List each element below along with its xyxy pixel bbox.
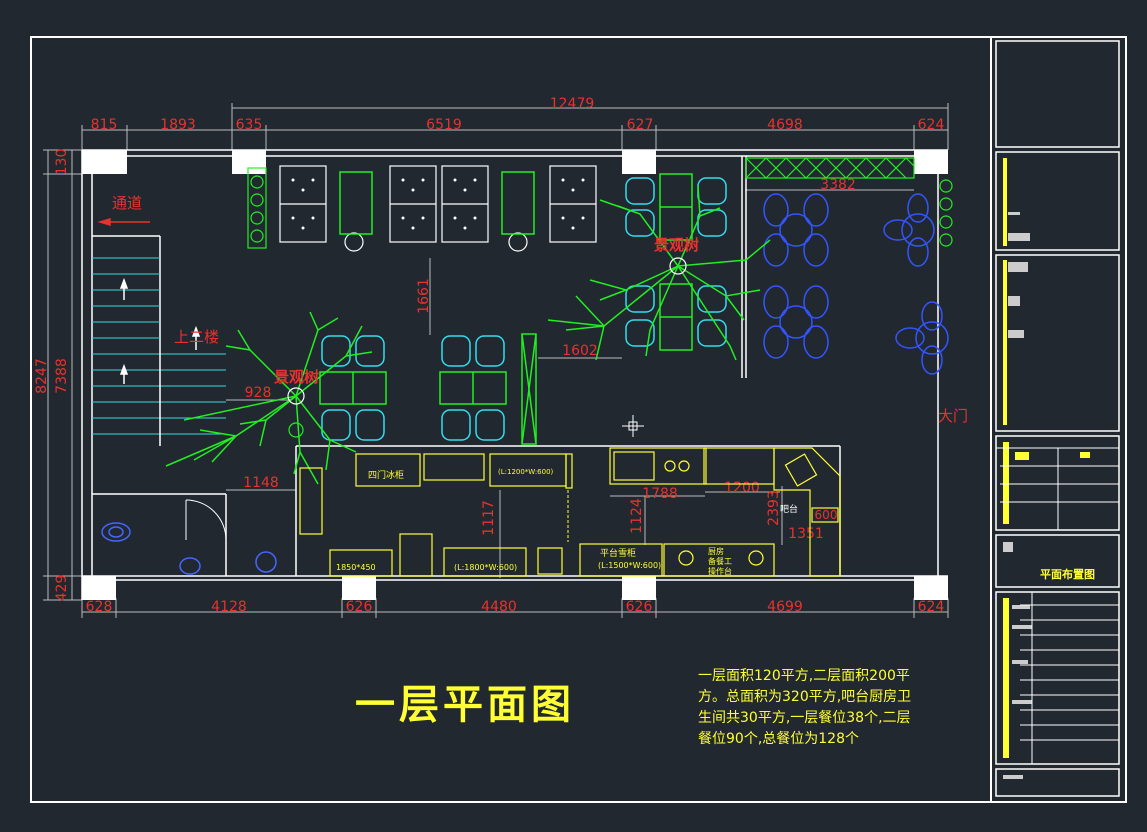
- dim-bottom-5: 626: [626, 599, 653, 615]
- booth-tables-top: [339, 171, 535, 235]
- landscape-tree-left: [165, 311, 373, 485]
- kitchen-equipment: [299, 447, 841, 577]
- sink-size-label: (L:1800*W:600): [454, 563, 517, 572]
- note-line-1: 一层面积120平方,二层面积200平: [698, 668, 910, 684]
- dim-inner-1148: 1148: [243, 475, 279, 491]
- drawing-note: 一层面积120平方,二层面积200平 方。总面积为320平方,吧台厨房卫 生间共…: [698, 666, 948, 750]
- title-block-text-marks: [1003, 158, 1090, 779]
- dimension-lines: [43, 103, 949, 618]
- kitchen-labels: 四门冰柜 平台雪柜 (L:1500*W:600) (L:1800*W:600) …: [336, 468, 798, 576]
- tree-label-right: 景观树: [654, 236, 699, 254]
- door-swing: [185, 499, 227, 541]
- tree-centers: [287, 257, 687, 438]
- note-line-4: 餐位90个,总餐位为128个: [698, 731, 859, 747]
- dim-top-5: 627: [627, 117, 654, 133]
- dim-inner-1200: 1200: [724, 480, 760, 496]
- passage-label: 通道: [112, 194, 142, 212]
- toilet-fixtures: [101, 522, 277, 575]
- dim-inner-1788: 1788: [642, 486, 678, 502]
- dim-inner-1602: 1602: [562, 343, 598, 359]
- dim-top-7: 624: [918, 117, 945, 133]
- fridge-label: 四门冰柜: [368, 469, 404, 481]
- dim-left-8247: 8247: [34, 358, 50, 394]
- dimension-text: 12479 815 1893 635 6519 627 4698 624 628…: [86, 96, 945, 615]
- kitchen-label-c: 操作台: [708, 566, 732, 576]
- window-lattice: [745, 157, 915, 179]
- dining-chairs: [321, 177, 727, 441]
- dim-left-7388: 7388: [54, 358, 70, 394]
- dim-bottom-7: 624: [918, 599, 945, 615]
- prep-size-label: 1850*450: [336, 563, 376, 572]
- dim-top-2: 1893: [160, 117, 196, 133]
- sheet-border: [30, 36, 1127, 803]
- note-line-2: 方。总面积为320平方,吧台厨房卫: [698, 689, 912, 705]
- dim-left-429: 429: [54, 575, 70, 602]
- dim-inner-1661: 1661: [416, 278, 432, 314]
- dim-inner-1124: 1124: [629, 498, 645, 534]
- round-tables: [763, 193, 949, 375]
- dining-tables: [319, 173, 693, 445]
- dim-inner-1351: 1351: [788, 526, 824, 542]
- dim-bottom-6: 4699: [767, 599, 803, 615]
- bar-label: 吧台: [780, 503, 798, 515]
- main-door-label: 大门: [938, 407, 968, 425]
- planter-left: [247, 167, 267, 249]
- title-block-grid: [996, 447, 1119, 764]
- crosshair-cursor-icon: [622, 415, 644, 437]
- dim-top-3: 635: [236, 117, 263, 133]
- stair-arrows: [119, 277, 201, 446]
- dim-top-4: 6519: [426, 117, 462, 133]
- kitchen-label-a: 厨房: [708, 546, 724, 556]
- dim-bottom-3: 626: [346, 599, 373, 615]
- booth-row-top: [279, 165, 597, 252]
- dim-inner-600: 600: [815, 508, 838, 522]
- passage-arrow: [97, 217, 150, 227]
- dimension-text-vertical: 130 8247 7388 429: [34, 149, 70, 602]
- dim-left-130: 130: [54, 149, 70, 176]
- dim-bottom-1: 628: [86, 599, 113, 615]
- dim-inner-1117: 1117: [481, 500, 497, 536]
- platform-size-label: (L:1500*W:600): [598, 561, 661, 570]
- dim-bottom-4: 4480: [481, 599, 517, 615]
- platform-fridge-label: 平台雪柜: [600, 547, 636, 559]
- dim-top-1: 815: [91, 117, 118, 133]
- planter-right: [939, 179, 953, 247]
- drawing-title: 一层平面图: [355, 682, 575, 728]
- dim-inner-3382: 3382: [820, 177, 856, 193]
- landscape-tree-right: [547, 185, 771, 361]
- booth-dots: [291, 178, 585, 230]
- dim-top-total: 12479: [550, 96, 595, 112]
- dim-bottom-2: 4128: [211, 599, 247, 615]
- counter-size-label: (L:1200*W:600): [498, 468, 554, 476]
- kitchen-label-b: 备餐工: [708, 556, 732, 566]
- room-labels: 通道 上二楼 景观树 景观树 大门: [112, 194, 968, 425]
- note-line-3: 生间共30平方,一层餐位38个,二层: [698, 710, 911, 726]
- dim-inner-928: 928: [245, 385, 272, 401]
- tree-label-left: 景观树: [274, 368, 319, 386]
- stairs: [92, 257, 226, 435]
- dim-top-6: 4698: [767, 117, 803, 133]
- sheet-title-label: 平面布置图: [1040, 567, 1095, 581]
- columns: [82, 150, 948, 600]
- dim-inner-2393: 2393: [766, 490, 782, 526]
- title-block: [995, 40, 1120, 797]
- stairs-up-label: 上二楼: [174, 328, 219, 346]
